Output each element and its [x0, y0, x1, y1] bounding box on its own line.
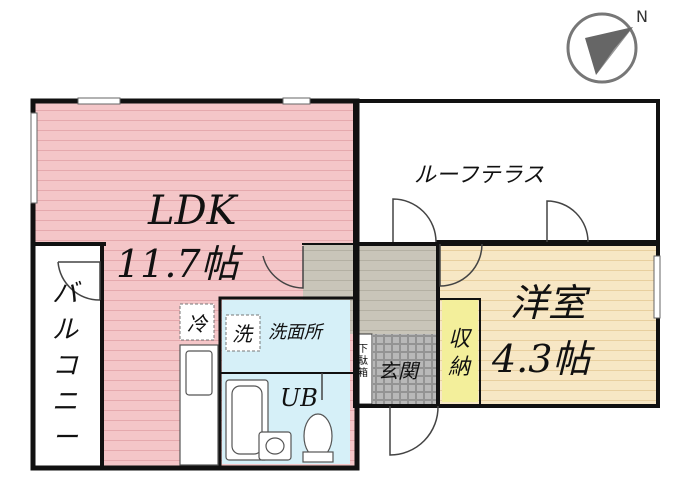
compass-north-label: N	[636, 7, 648, 26]
storage-area	[442, 300, 478, 402]
roof-terrace-name: ルーフテラス	[414, 163, 544, 188]
ldk-size: 11.7帖	[116, 242, 244, 286]
balcony-char-1: バ	[52, 279, 82, 309]
entrance-name: 玄関	[378, 359, 421, 383]
entrance-tile	[373, 334, 438, 404]
washer-space	[225, 314, 261, 352]
walls	[30, 98, 660, 471]
washer-mark: 洗	[232, 322, 254, 346]
balcony-char-5: ー	[52, 423, 79, 453]
shoe-box-char-2: 駄	[358, 354, 368, 367]
fixtures	[179, 344, 334, 466]
washroom-name: 洗面所	[268, 322, 325, 343]
balcony-char-3: コ	[52, 351, 79, 381]
ldk-name: LDK	[147, 188, 239, 234]
fridge-space	[179, 303, 215, 341]
shoe-box-char-1: 下	[358, 344, 368, 355]
balcony-char-4: ニ	[52, 387, 78, 417]
western-room-name: 洋室	[510, 281, 591, 325]
balcony-char-2: ル	[52, 315, 79, 345]
balcony-area	[35, 244, 101, 466]
doors	[57, 198, 589, 456]
shoe-box-char-3: 箱	[358, 366, 368, 379]
fridge-mark: 冷	[187, 312, 209, 336]
storage-char-2: 納	[448, 355, 472, 380]
western-room-size: 4.3帖	[491, 337, 595, 381]
windows	[30, 97, 661, 319]
storage-char-1: 収	[448, 327, 473, 352]
compass-needle-icon	[585, 27, 633, 75]
bathroom-name: UB	[280, 384, 318, 412]
roof-terrace-area	[356, 103, 658, 242]
compass: N	[566, 7, 648, 84]
